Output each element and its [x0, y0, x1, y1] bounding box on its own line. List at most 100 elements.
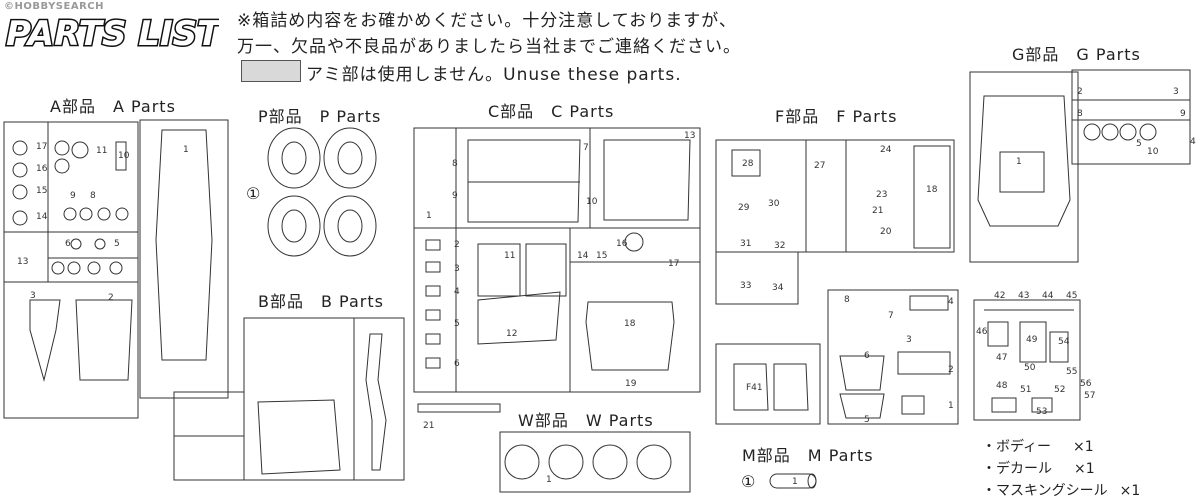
svg-text:31: 31 [740, 239, 751, 249]
svg-text:7: 7 [583, 143, 589, 153]
inventory-name: ・マスキングシール [982, 483, 1108, 499]
svg-text:3: 3 [1173, 87, 1179, 97]
svg-text:17: 17 [668, 259, 679, 269]
svg-text:3: 3 [906, 335, 912, 345]
m-parts-label: M部品 M Parts [742, 446, 874, 465]
svg-text:2: 2 [108, 293, 114, 303]
svg-text:51: 51 [1020, 385, 1031, 395]
svg-text:16: 16 [36, 164, 48, 174]
svg-text:47: 47 [996, 353, 1007, 363]
parts-list-title: PARTS LIST [5, 13, 220, 53]
svg-text:13: 13 [17, 257, 28, 267]
svg-text:18: 18 [926, 185, 938, 195]
svg-text:56: 56 [1080, 379, 1092, 389]
w-parts-sprue [499, 431, 691, 493]
svg-text:1: 1 [792, 477, 798, 487]
svg-text:2: 2 [454, 240, 460, 250]
svg-text:30: 30 [768, 199, 780, 209]
svg-text:12: 12 [506, 329, 517, 339]
svg-text:19: 19 [625, 379, 637, 389]
svg-text:9: 9 [70, 191, 76, 201]
svg-text:42: 42 [994, 291, 1005, 301]
svg-text:32: 32 [774, 241, 785, 251]
inventory-qty: ×1 [1073, 439, 1094, 455]
svg-text:8: 8 [90, 191, 96, 201]
svg-text:9: 9 [1180, 109, 1186, 119]
svg-text:2: 2 [1077, 87, 1083, 97]
svg-text:4: 4 [948, 297, 954, 307]
svg-text:28: 28 [742, 159, 754, 169]
svg-text:F41: F41 [746, 383, 763, 393]
w-parts-label: W部品 W Parts [518, 411, 654, 430]
f-parts-label: F部品 F Parts [775, 107, 898, 126]
svg-text:2: 2 [948, 365, 954, 375]
svg-text:21: 21 [872, 206, 883, 216]
inventory-item: ・マスキングシール ×1 [982, 480, 1140, 500]
svg-text:33: 33 [740, 281, 751, 291]
svg-text:44: 44 [1042, 291, 1054, 301]
m-parts-tube [769, 473, 817, 489]
svg-text:54: 54 [1058, 337, 1070, 347]
inventory-qty: ×1 [1119, 483, 1141, 499]
svg-text:5: 5 [454, 319, 460, 329]
svg-text:1: 1 [1016, 157, 1022, 167]
svg-text:1: 1 [546, 475, 552, 485]
svg-text:14: 14 [36, 212, 48, 222]
svg-text:7: 7 [888, 311, 894, 321]
svg-text:27: 27 [814, 161, 825, 171]
svg-text:55: 55 [1066, 367, 1077, 377]
unuse-notice: アミ部は使用しません。Unuse these parts. [306, 65, 682, 85]
svg-text:6: 6 [454, 359, 460, 369]
svg-text:17: 17 [36, 142, 47, 152]
svg-text:1: 1 [948, 401, 954, 411]
notice-line-1: ※箱詰め内容をお確かめください。十分注意しておりますが、 [237, 11, 737, 31]
svg-text:49: 49 [1026, 335, 1038, 345]
inventory-name: ・デカール [982, 461, 1052, 477]
g-parts-sprue [969, 69, 1191, 263]
a-parts-sprue [3, 119, 229, 419]
svg-text:10: 10 [586, 197, 598, 207]
inventory-item: ・デカール×1 [982, 458, 1095, 478]
svg-text:43: 43 [1018, 291, 1029, 301]
b-parts-label: B部品 B Parts [258, 292, 384, 311]
a-parts-label: A部品 A Parts [50, 97, 176, 116]
svg-text:6: 6 [65, 239, 71, 249]
p-parts-tires [267, 127, 377, 257]
svg-text:50: 50 [1024, 363, 1036, 373]
svg-text:52: 52 [1054, 385, 1065, 395]
svg-text:15: 15 [596, 251, 607, 261]
svg-text:57: 57 [1084, 391, 1095, 401]
svg-text:29: 29 [738, 203, 750, 213]
svg-text:46: 46 [976, 327, 988, 337]
svg-text:8: 8 [1077, 109, 1083, 119]
svg-text:24: 24 [880, 145, 892, 155]
unused-parts-swatch [241, 60, 301, 82]
svg-text:34: 34 [772, 283, 784, 293]
svg-text:6: 6 [864, 351, 870, 361]
svg-text:15: 15 [36, 186, 47, 196]
f-small-sprue [973, 299, 1081, 421]
svg-text:8: 8 [452, 159, 458, 169]
svg-text:10: 10 [1147, 147, 1159, 157]
c-parts-label: C部品 C Parts [488, 102, 615, 121]
svg-text:21: 21 [423, 421, 434, 431]
p-parts-label: P部品 P Parts [258, 107, 382, 126]
c-parts-sprue [413, 127, 701, 413]
g-parts-label: G部品 G Parts [1012, 45, 1141, 64]
svg-text:16: 16 [616, 239, 628, 249]
svg-text:4: 4 [454, 287, 460, 297]
svg-text:3: 3 [454, 264, 460, 274]
svg-text:5: 5 [864, 415, 870, 425]
svg-text:11: 11 [504, 251, 515, 261]
svg-text:5: 5 [1136, 139, 1142, 149]
svg-text:48: 48 [996, 381, 1008, 391]
notice-line-2: 万一、欠品や不良品がありましたら当社までご連絡ください。 [237, 37, 741, 57]
b-parts-sprue [173, 317, 405, 481]
svg-text:9: 9 [452, 191, 458, 201]
svg-text:10: 10 [118, 151, 130, 161]
f-parts-sprue [715, 139, 959, 425]
svg-text:23: 23 [876, 190, 887, 200]
svg-text:18: 18 [624, 319, 636, 329]
